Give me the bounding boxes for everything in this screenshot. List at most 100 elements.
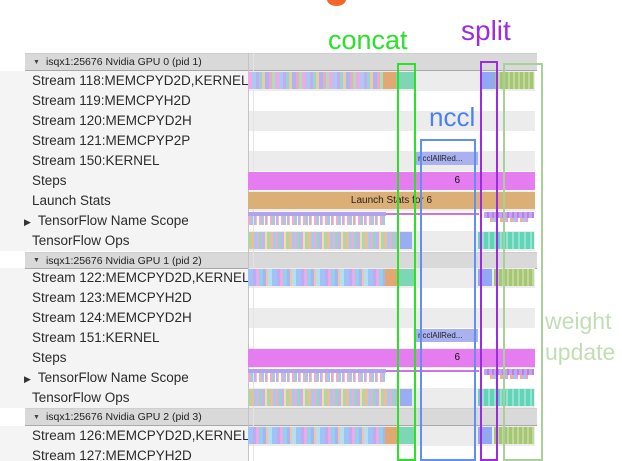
timeline-gridline: [253, 53, 254, 461]
annotation-weight-update-box: [503, 63, 543, 461]
steps-bar[interactable]: 6: [248, 349, 535, 367]
gpu1-section: ▼ isqx1:25676 Nvidia GPU 1 (pid 2) Strea…: [0, 251, 622, 408]
section-header-label: isqx1:25676 Nvidia GPU 2 (pid 3): [45, 411, 202, 423]
trace-events-bar[interactable]: [248, 389, 400, 406]
row-label: Stream 123:MEMCPYH2D: [0, 288, 248, 308]
annotation-split-label: split: [461, 15, 511, 46]
trace-event-segment[interactable]: [396, 72, 414, 89]
table-row: Stream 122:MEMCPYD2D,KERNEL,MI: [0, 268, 622, 288]
table-row: Stream 118:MEMCPYD2D,KERNEL,ME: [0, 71, 622, 91]
name-scope-bar[interactable]: [484, 212, 534, 222]
cropped-annotation-fragment: [327, 0, 346, 6]
table-row: Steps 6: [0, 348, 622, 368]
table-row: Stream 151:KERNEL ncclAllRed...: [0, 328, 622, 348]
collapse-triangle-icon: ▼: [33, 58, 40, 66]
trace-events-bar[interactable]: [248, 427, 385, 444]
annotation-concat-box: [397, 63, 416, 461]
annotation-split-box: [480, 61, 498, 461]
timeline-track: ncclAllRed...: [248, 151, 535, 171]
section-header-gpu2[interactable]: ▼ isqx1:25676 Nvidia GPU 2 (pid 3): [25, 408, 537, 426]
row-label: Steps: [0, 348, 248, 368]
launch-stats-bar[interactable]: Launch Stats for 6: [248, 192, 535, 209]
table-row: Stream 124:MEMCPYD2H: [0, 308, 622, 328]
name-scope-line: [386, 370, 479, 372]
trace-events-bar[interactable]: [248, 72, 383, 89]
section-header-gpu0[interactable]: ▼ isqx1:25676 Nvidia GPU 0 (pid 1): [25, 53, 537, 71]
row-label: Launch Stats: [0, 191, 248, 211]
row-label: TensorFlow Ops: [0, 231, 248, 251]
name-scope-line: [386, 213, 479, 215]
section-header-label: isqx1:25676 Nvidia GPU 0 (pid 1): [45, 56, 202, 68]
table-row: Stream 120:MEMCPYD2H: [0, 111, 622, 131]
gpu0-section: ▼ isqx1:25676 Nvidia GPU 0 (pid 1) Strea…: [0, 53, 622, 251]
timeline-track: [248, 231, 535, 251]
trace-events-bar[interactable]: [248, 269, 385, 286]
trace-event-segment[interactable]: [400, 389, 412, 406]
table-row: Stream 123:MEMCPYH2D: [0, 288, 622, 308]
timeline-track: 6: [248, 171, 535, 191]
trace-event-segment[interactable]: [400, 232, 412, 249]
trace-event-segment[interactable]: [397, 269, 415, 286]
table-row: Stream 127:MEMCPYH2D: [0, 446, 622, 461]
name-scope-bar[interactable]: [248, 369, 386, 382]
table-row: TensorFlow Ops: [0, 231, 622, 251]
row-label[interactable]: ▶TensorFlow Name Scope: [0, 368, 248, 388]
row-label: TensorFlow Ops: [0, 388, 248, 408]
table-row: Launch Stats Launch Stats for 6: [0, 191, 622, 211]
row-label: Stream 119:MEMCPYH2D: [0, 91, 248, 111]
expander-triangle-icon[interactable]: ▶: [24, 374, 31, 384]
timeline-track: [248, 111, 535, 131]
row-label: Stream 122:MEMCPYD2D,KERNEL,MI: [0, 268, 248, 288]
name-scope-bar[interactable]: [248, 212, 386, 225]
table-row: TensorFlow Ops: [0, 388, 622, 408]
nccl-allreduce-bar[interactable]: ncclAllRed...: [414, 152, 478, 165]
row-label: Stream 126:MEMCPYD2D,KERNEL,MI: [0, 426, 248, 446]
name-scope-bar[interactable]: [484, 369, 534, 379]
table-row: Stream 150:KERNEL ncclAllRed...: [0, 151, 622, 171]
trace-event-segment[interactable]: [481, 72, 495, 89]
row-label: Stream 150:KERNEL: [0, 151, 248, 171]
collapse-triangle-icon: ▼: [33, 257, 40, 264]
row-label: Stream 121:MEMCPYP2P: [0, 131, 248, 151]
trace-event-segment[interactable]: [383, 72, 396, 89]
collapse-triangle-icon: ▼: [33, 413, 40, 421]
row-label: Stream 127:MEMCPYH2D: [0, 446, 248, 461]
timeline-track: [248, 211, 535, 231]
expander-triangle-icon[interactable]: ▶: [24, 217, 31, 227]
trace-event-segment[interactable]: [385, 427, 397, 444]
table-row: ▶TensorFlow Name Scope: [0, 368, 622, 388]
trace-events-bar[interactable]: [478, 232, 534, 249]
row-label: Stream 151:KERNEL: [0, 328, 248, 348]
annotation-concat-label: concat: [328, 25, 408, 55]
row-label: Stream 118:MEMCPYD2D,KERNEL,ME: [0, 71, 248, 91]
timeline-track: [248, 388, 535, 408]
timeline-track: [248, 308, 535, 328]
timeline-track: [248, 71, 535, 91]
top-margin: [0, 0, 622, 53]
table-row: Stream 121:MEMCPYP2P: [0, 131, 622, 151]
nccl-allreduce-bar[interactable]: ncclAllRed...: [414, 329, 478, 342]
table-row: ▶TensorFlow Name Scope: [0, 211, 622, 231]
gpu2-section: ▼ isqx1:25676 Nvidia GPU 2 (pid 3) Strea…: [0, 408, 622, 461]
timeline-track: 6: [248, 348, 535, 368]
trace-events-bar[interactable]: [248, 232, 400, 249]
timeline-track: ncclAllRed...: [248, 328, 535, 348]
section-header-label: isqx1:25676 Nvidia GPU 1 (pid 2): [45, 254, 202, 267]
step-number: 6: [454, 352, 460, 363]
row-label: Stream 120:MEMCPYD2H: [0, 111, 248, 131]
timeline-track: [248, 368, 535, 388]
trace-event-segment[interactable]: [385, 269, 397, 286]
annotation-weight-update-label: weight update: [545, 308, 616, 365]
row-label: Steps: [0, 171, 248, 191]
table-row: Steps 6: [0, 171, 622, 191]
trace-event-segment[interactable]: [397, 427, 415, 444]
trace-events-bar[interactable]: [478, 389, 534, 406]
steps-bar[interactable]: 6: [248, 172, 535, 190]
row-label: Stream 124:MEMCPYD2H: [0, 308, 248, 328]
annotation-nccl-box: [420, 139, 476, 461]
table-row: Stream 119:MEMCPYH2D: [0, 91, 622, 111]
timeline-track: [248, 268, 535, 288]
row-label[interactable]: ▶TensorFlow Name Scope: [0, 211, 248, 231]
annotation-nccl-label: nccl: [429, 102, 476, 132]
